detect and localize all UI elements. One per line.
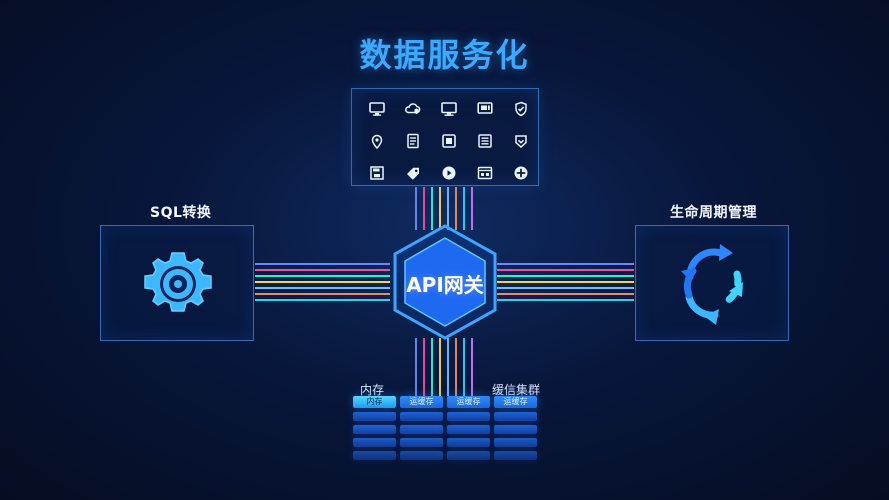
shield-check-icon [510, 98, 532, 120]
tag-icon [402, 162, 424, 184]
storage-layer [447, 438, 490, 447]
list-icon [474, 130, 496, 152]
storage-column-cache-3: 运缓存 [494, 396, 537, 466]
storage-layer [447, 412, 490, 421]
storage-layer [447, 451, 490, 460]
sql-conversion-label: SQL转换 [150, 205, 212, 221]
storage-top-label: 运缓存 [400, 396, 443, 408]
storage-layer [400, 451, 443, 460]
page-title: 数据服务化 [359, 36, 530, 74]
location-pin-icon [366, 130, 388, 152]
square-icon [438, 130, 460, 152]
gear-icon [144, 252, 212, 312]
sql-conversion-box [100, 225, 254, 341]
storage-layer [494, 451, 537, 460]
storage-column-cache-1: 运缓存 [400, 396, 443, 466]
lifecycle-management-box [635, 225, 789, 341]
refresh-cycle-icon [681, 244, 743, 325]
storage-layer [353, 451, 396, 460]
cloud-shield-icon [402, 98, 424, 120]
left-connectors [255, 263, 390, 301]
chevron-down-badge-icon [510, 130, 532, 152]
storage-layer [447, 425, 490, 434]
storage-layer [400, 412, 443, 421]
cache-cluster-label: 缓信集群 [492, 383, 541, 397]
storage-top-label: 运缓存 [447, 396, 490, 408]
storage-top-label: 内存 [353, 396, 396, 408]
play-circle-icon [438, 162, 460, 184]
storage-layer [494, 412, 537, 421]
api-gateway-label: API网关 [406, 273, 484, 297]
bottom-connectors [415, 338, 473, 396]
monitor-icon [366, 98, 388, 120]
save-icon [366, 162, 388, 184]
top-connectors [415, 187, 473, 230]
storage-layer [400, 425, 443, 434]
document-icon [402, 130, 424, 152]
window-icon [474, 162, 496, 184]
storage-layer [353, 412, 396, 421]
desktop-icon [438, 98, 460, 120]
storage-layer [353, 438, 396, 447]
display-icon [474, 98, 496, 120]
storage-layer [494, 425, 537, 434]
storage-stack: 内存 运缓存 运缓存 运缓存 [353, 396, 537, 466]
storage-layer [400, 438, 443, 447]
icon-grid [366, 98, 532, 184]
storage-column-cache-2: 运缓存 [447, 396, 490, 466]
plus-circle-icon [510, 162, 532, 184]
memory-label: 内存 [360, 383, 385, 397]
lifecycle-management-label: 生命周期管理 [670, 205, 757, 221]
api-gateway-hexagon [393, 224, 497, 340]
storage-layer [494, 438, 537, 447]
storage-top-label: 运缓存 [494, 396, 537, 408]
storage-column-memory: 内存 [353, 396, 396, 466]
right-connectors [497, 263, 634, 301]
icon-panel [351, 88, 539, 186]
storage-layer [353, 425, 396, 434]
hexagon-inner [404, 237, 486, 327]
